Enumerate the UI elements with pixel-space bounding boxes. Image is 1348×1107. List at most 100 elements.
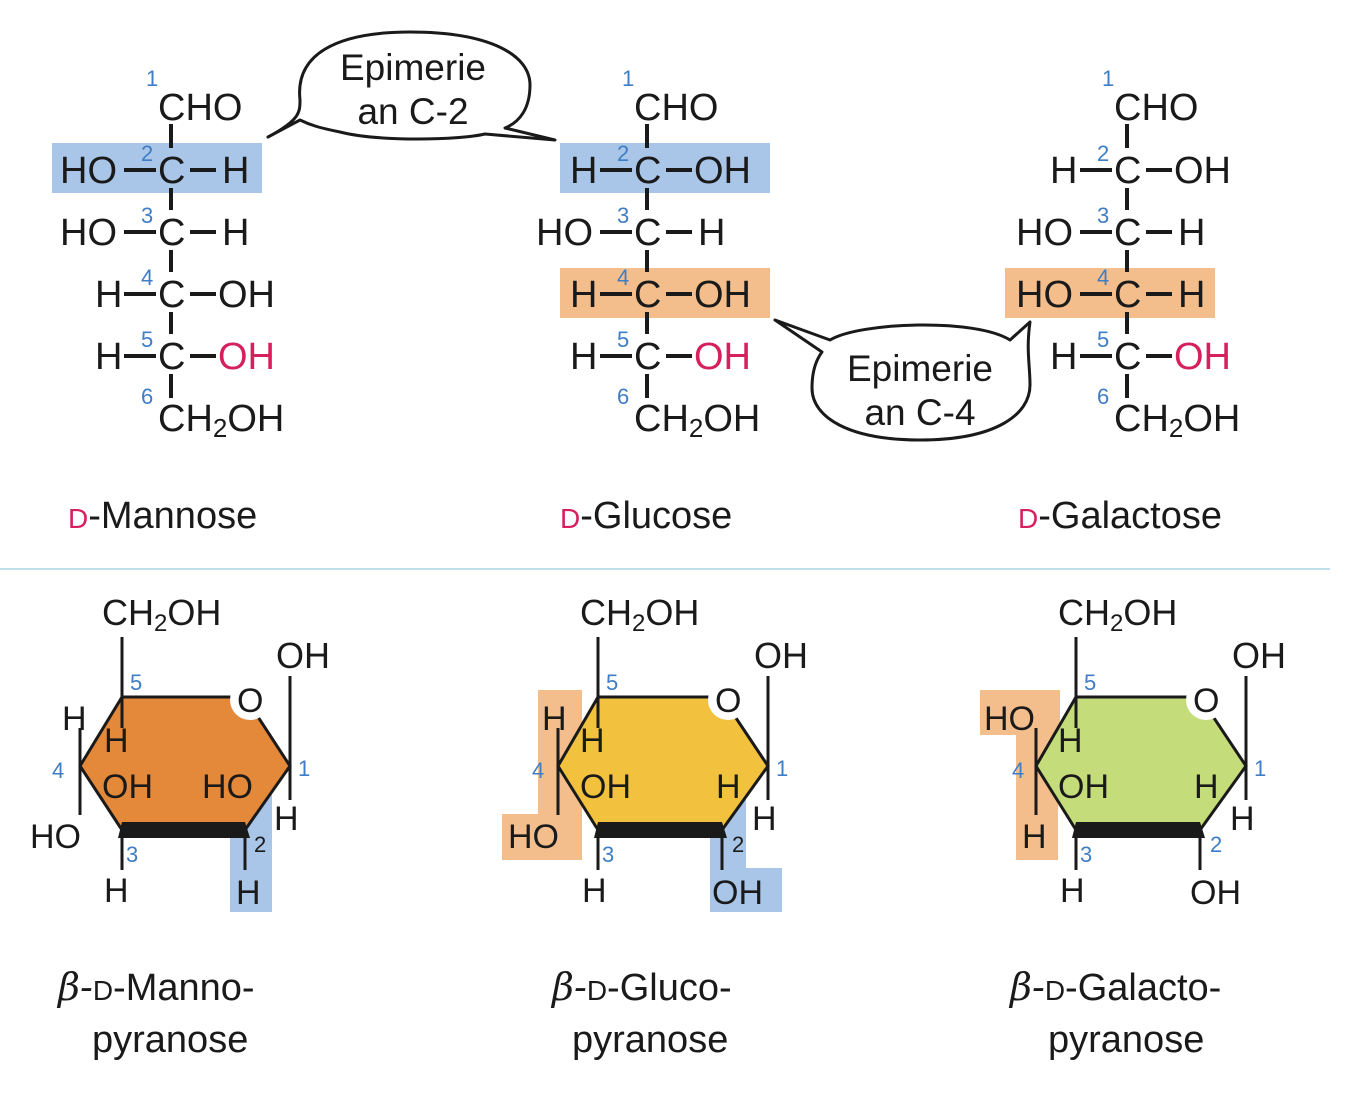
- fischer-bonds: [1080, 124, 1172, 398]
- name-line2: pyranose: [572, 1019, 728, 1061]
- bubble-c2-line2: an C-2: [357, 91, 468, 132]
- c2-left: H: [570, 150, 597, 192]
- c3-left: HO: [1016, 212, 1073, 254]
- c5-left: H: [1050, 336, 1077, 378]
- ch2oh-group: CH2OH: [634, 398, 760, 443]
- c5-h: H: [104, 722, 129, 760]
- c2-right: OH: [694, 150, 751, 192]
- num-1: 1: [776, 756, 788, 781]
- carbon: C: [1114, 150, 1141, 192]
- carbon: C: [634, 336, 661, 378]
- glucose-c4-highlight: [560, 268, 770, 318]
- name-line1: β-D-Galacto-: [1008, 965, 1221, 1009]
- c2-bottom: OH: [1190, 874, 1241, 912]
- c4-top: HO: [984, 700, 1035, 738]
- mannose-c2-highlight: [52, 143, 262, 193]
- num-2: 2: [732, 832, 744, 857]
- carbon: C: [158, 336, 185, 378]
- carbon-number: 2: [617, 141, 629, 166]
- epimerie-c4-bubble: Epimerie an C-4: [773, 318, 1032, 442]
- glucose-c4-highlight: [502, 690, 582, 860]
- c4-right: OH: [694, 274, 751, 316]
- c3-left: HO: [536, 212, 593, 254]
- c2-top: H: [1194, 768, 1219, 806]
- c4-bottom: H: [1022, 818, 1047, 856]
- galactose-c4-highlight: [980, 690, 1060, 860]
- c2-right: OH: [1174, 150, 1231, 192]
- c4-bottom: HO: [508, 818, 559, 856]
- name-mannose: D-Mannose: [68, 495, 257, 537]
- c5-h: H: [580, 722, 605, 760]
- fischer-bonds: [124, 124, 216, 398]
- carbon-number: 3: [141, 203, 153, 228]
- c3-oh: OH: [580, 768, 631, 806]
- carbon-number: 4: [617, 265, 629, 290]
- epimerie-c2-bubble: Epimerie an C-2: [266, 30, 557, 142]
- carbon-number: 1: [1102, 66, 1114, 91]
- num-3: 3: [1080, 842, 1092, 867]
- glucose-c2-highlight: [560, 143, 770, 193]
- c3-left: HO: [60, 212, 117, 254]
- c3-right: H: [1178, 212, 1205, 254]
- ring-oxygen: O: [715, 682, 741, 720]
- c4-left: HO: [1016, 274, 1073, 316]
- c3-h: H: [104, 872, 129, 910]
- ch2oh-group: CH2OH: [158, 398, 284, 443]
- ring: [1036, 697, 1246, 830]
- carbon-number: 4: [141, 265, 153, 290]
- num-2: 2: [254, 832, 266, 857]
- num-5: 5: [130, 670, 142, 695]
- carbon-number: 1: [622, 66, 634, 91]
- anomeric-oh: OH: [754, 635, 808, 676]
- aldehyde-group: CHO: [158, 87, 242, 129]
- haworth-galactose: O CH2OH OH 5 1 4 3 2 HO H H OH H H OH H …: [980, 592, 1286, 1061]
- carbon-number: 5: [617, 327, 629, 352]
- anomeric-oh: OH: [276, 635, 330, 676]
- carbon: C: [1114, 212, 1141, 254]
- name-line2: pyranose: [1048, 1019, 1204, 1061]
- num-2: 2: [1210, 832, 1222, 857]
- carbon: C: [158, 274, 185, 316]
- ch2oh: CH2OH: [1058, 592, 1177, 637]
- c4-bottom: HO: [30, 818, 81, 856]
- c2-bottom: OH: [712, 874, 763, 912]
- num-4: 4: [1012, 758, 1024, 783]
- num-4: 4: [532, 758, 544, 783]
- carbon-number: 5: [1097, 327, 1109, 352]
- c5-right-red: OH: [218, 336, 275, 378]
- ch2oh: CH2OH: [580, 592, 699, 637]
- carbon-number: 2: [1097, 141, 1109, 166]
- name-line1: β-D-Gluco-: [550, 965, 732, 1009]
- fischer-galactose: 1 CHO H 2 C OH HO 3 C H HO 4 C H H 5 C O…: [1016, 66, 1240, 537]
- c5-left: H: [570, 336, 597, 378]
- fischer-glucose: 1 CHO H 2 C OH HO 3 C H H 4 C OH H 5 C O…: [536, 66, 760, 537]
- carbon: C: [634, 150, 661, 192]
- carbon: C: [1114, 336, 1141, 378]
- name-line2: pyranose: [92, 1019, 248, 1061]
- bubble-c4-line2: an C-4: [864, 392, 975, 433]
- c4-right: OH: [218, 274, 275, 316]
- c2-top: H: [716, 768, 741, 806]
- num-4: 4: [52, 758, 64, 783]
- fischer-bonds: [600, 124, 692, 398]
- c1-h: H: [752, 800, 777, 838]
- ch2oh: CH2OH: [102, 592, 221, 637]
- haworth-mannose: O CH2OH OH 5 1 4 3 2 H HO H OH H HO H H …: [30, 592, 330, 1061]
- c3-oh: OH: [102, 768, 153, 806]
- c5-right-red: OH: [1174, 336, 1231, 378]
- ring: [80, 697, 290, 830]
- c5-right-red: OH: [694, 336, 751, 378]
- bubble-c2-line1: Epimerie: [340, 47, 486, 88]
- carbon-number: 5: [141, 327, 153, 352]
- num-1: 1: [1254, 756, 1266, 781]
- c4-left: H: [95, 274, 122, 316]
- num-1: 1: [298, 756, 310, 781]
- carbon-number: 6: [1097, 384, 1109, 409]
- carbon-number: 6: [141, 384, 153, 409]
- carbon: C: [158, 150, 185, 192]
- carbon-number: 1: [146, 66, 158, 91]
- c3-h: H: [582, 872, 607, 910]
- ring: [558, 697, 768, 830]
- anomeric-oh: OH: [1232, 635, 1286, 676]
- carbon: C: [1114, 274, 1141, 316]
